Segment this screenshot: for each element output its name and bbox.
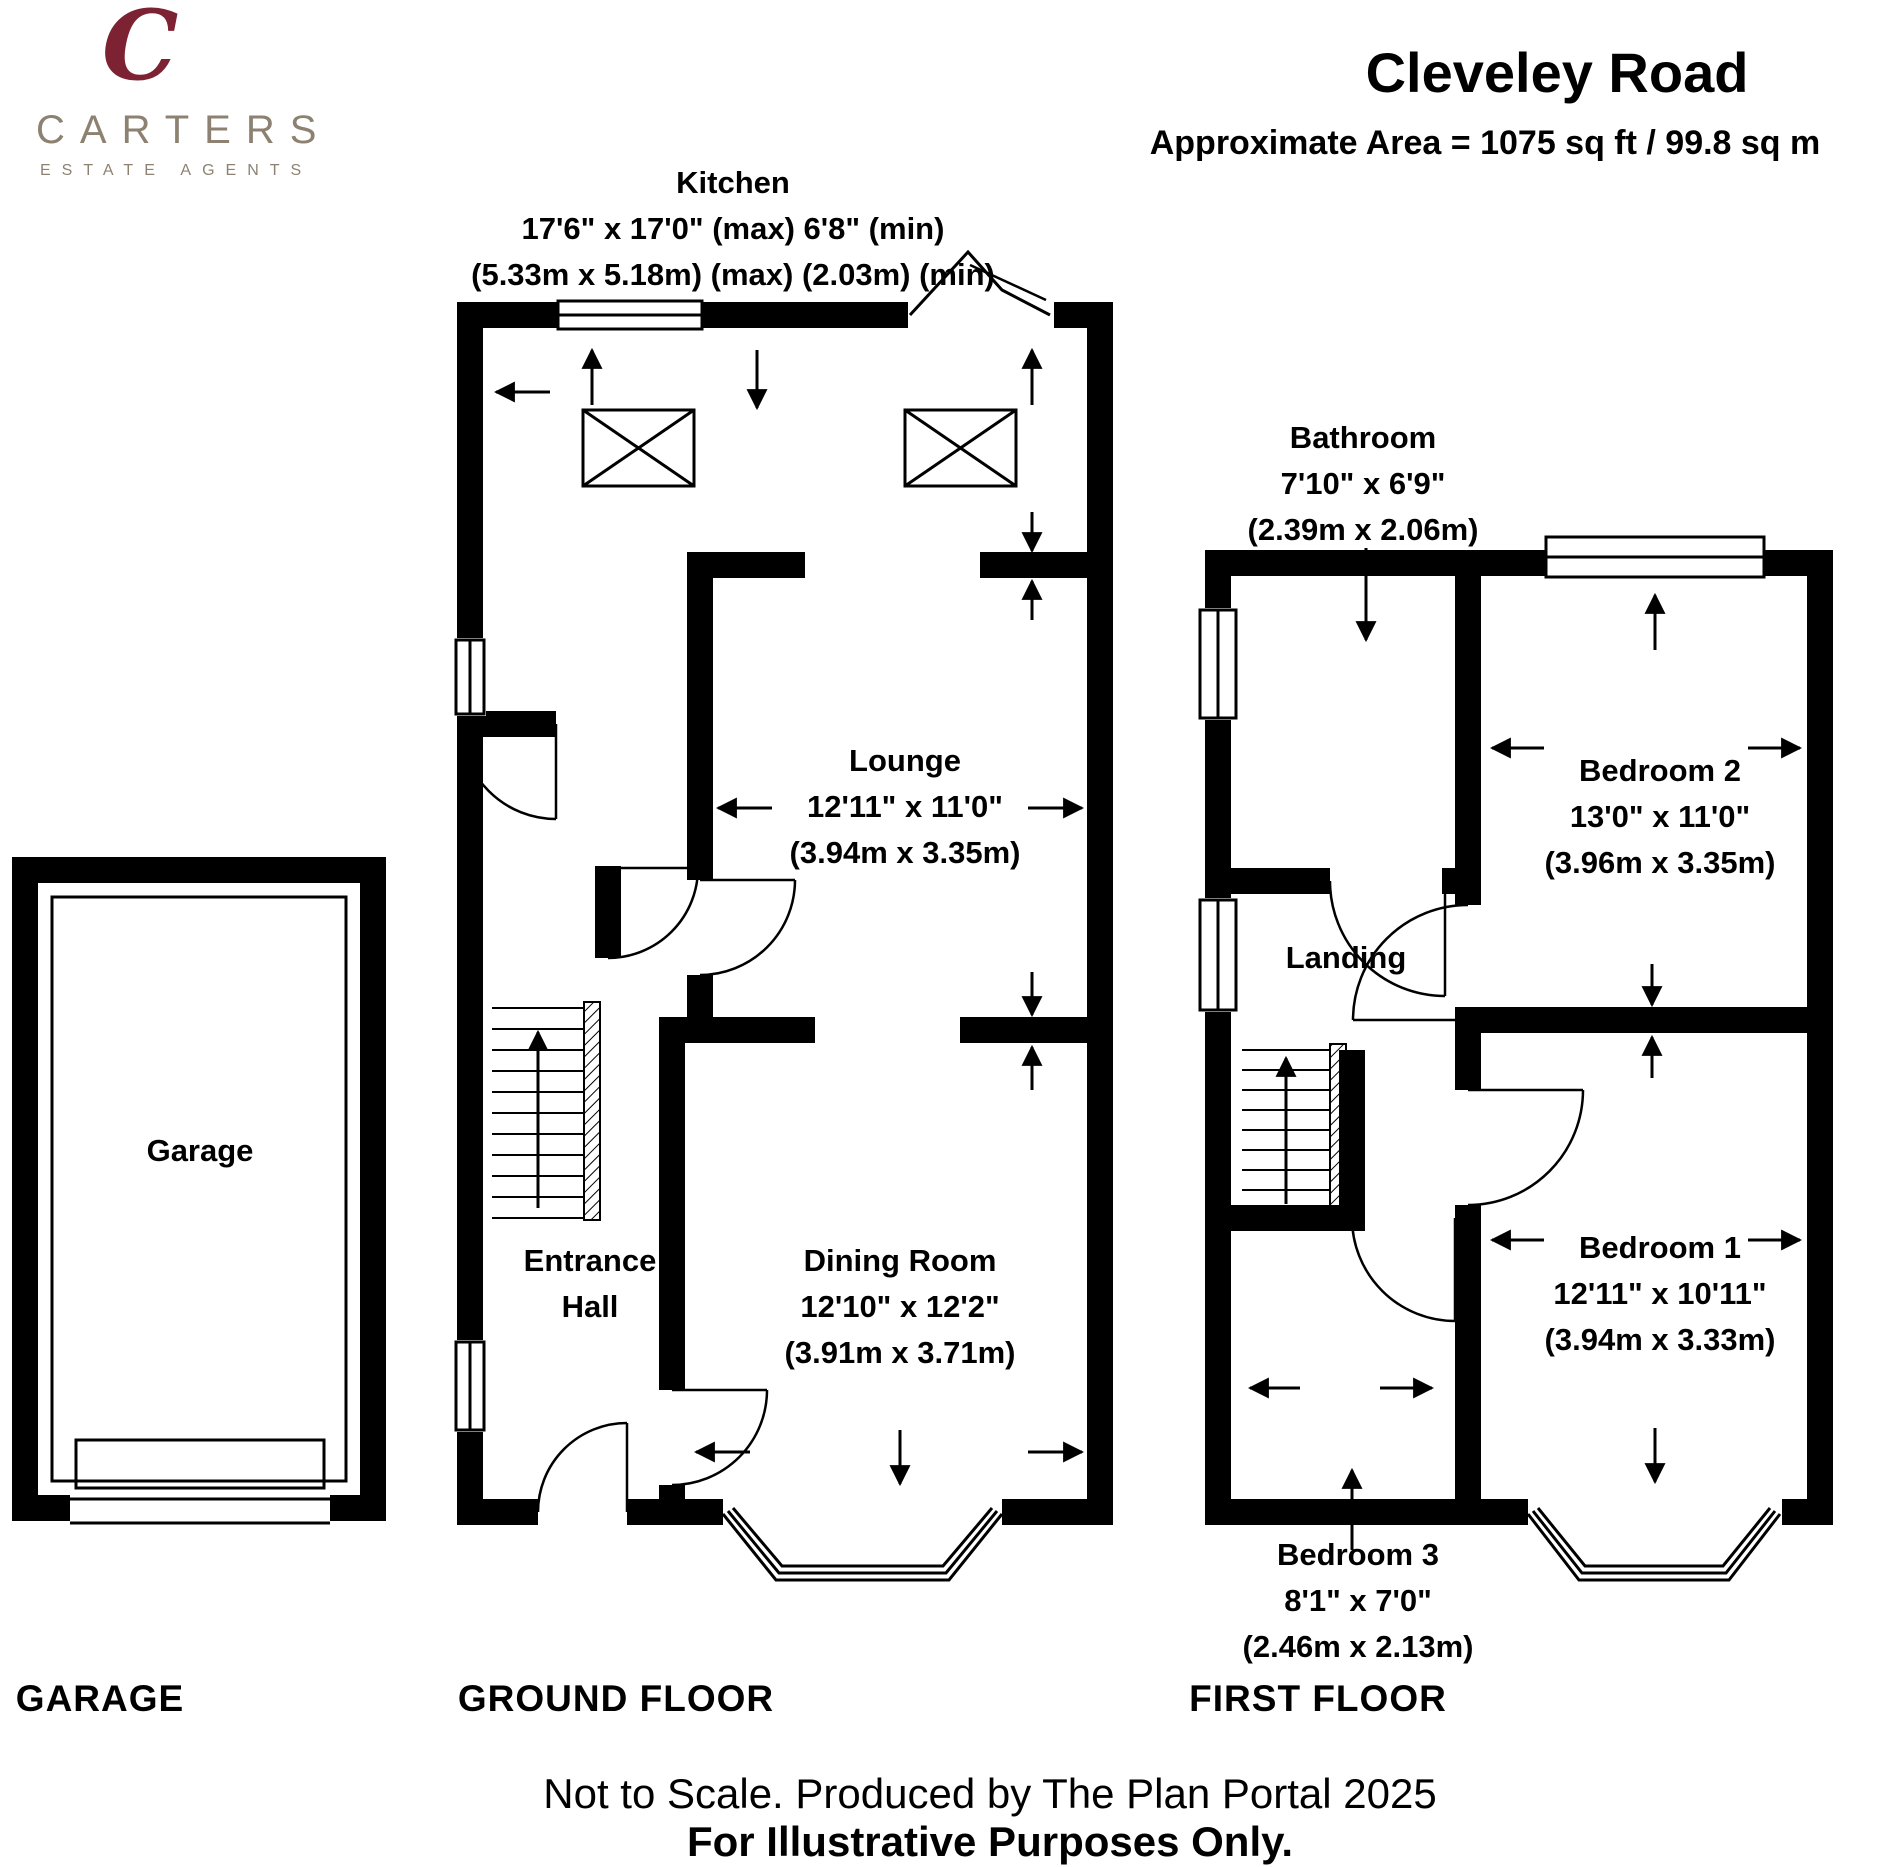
lounge-door [699, 878, 797, 977]
room-label-landing: Landing [1286, 935, 1407, 981]
room-name: Dining Room [803, 1243, 997, 1278]
room-label-garage: Garage [147, 1128, 254, 1174]
footer-disclaimer: Not to Scale. Produced by The Plan Porta… [543, 1770, 1437, 1817]
measure-arrows-ground [493, 347, 1085, 1487]
room-dims-metric: (3.94m x 3.35m) [789, 835, 1021, 870]
room-dims-metric: (3.94m x 3.33m) [1544, 1322, 1776, 1357]
skylight-icon [581, 408, 696, 488]
approximate-area: Approximate Area = 1075 sq ft / 99.8 sq … [1149, 124, 1821, 162]
bathroom-window [1198, 608, 1238, 720]
floor-label-ground: GROUND FLOOR [457, 1678, 775, 1719]
measure-arrows-first [1247, 548, 1803, 1550]
page-title: Cleveley Road [1365, 41, 1749, 104]
room-label-kitchen: Kitchen 17'6" x 17'0" (max) 6'8" (min) (… [471, 160, 995, 298]
bedroom1-door [1467, 1088, 1585, 1207]
room-dims-imperial: 12'11" x 11'0" [807, 789, 1003, 824]
room-name: Garage [146, 1133, 254, 1168]
room-dims-metric: (5.33m x 5.18m) (max) (2.03m) (min) [471, 257, 995, 292]
kitchen-side-window [454, 638, 486, 716]
bay-window [1526, 1507, 1782, 1582]
closet-door [607, 866, 700, 960]
room-dims-metric: (3.96m x 3.35m) [1544, 845, 1776, 880]
room-label-lounge: Lounge 12'11" x 11'0" (3.94m x 3.35m) [790, 738, 1021, 876]
bedroom3-door [1350, 1217, 1457, 1323]
room-label-bedroom2: Bedroom 2 13'0" x 11'0" (3.96m x 3.35m) [1545, 748, 1776, 886]
room-dims-metric: (3.91m x 3.71m) [784, 1335, 1016, 1370]
kitchen-label-pointer [969, 263, 1047, 302]
room-name: Bedroom 1 [1579, 1230, 1741, 1265]
first-outer-walls [1205, 550, 1833, 1525]
room-dims-imperial: 8'1" x 7'0" [1284, 1583, 1432, 1618]
carters-logo-mark-icon: C [102, 0, 179, 102]
room-dims-imperial: 17'6" x 17'0" (max) 6'8" (min) [521, 211, 945, 246]
landing-window [1198, 898, 1238, 1012]
garage-door-panel [74, 1438, 326, 1490]
carters-logo-subtitle: ESTATE AGENTS [40, 162, 313, 179]
skylight-icon [903, 408, 1018, 488]
room-label-bedroom3: Bedroom 3 8'1" x 7'0" (2.46m x 2.13m) [1243, 1532, 1474, 1670]
room-name: Landing [1285, 940, 1407, 975]
room-dims-metric: (2.46m x 2.13m) [1242, 1629, 1474, 1664]
floor-label-first: FIRST FLOOR [1189, 1678, 1447, 1719]
dining-door [671, 1388, 769, 1487]
room-label-bathroom: Bathroom 7'10" x 6'9" (2.39m x 2.06m) [1248, 415, 1479, 553]
kitchen-window [556, 299, 704, 331]
bedroom2-window [1544, 535, 1766, 579]
bedroom2-door [1351, 903, 1469, 1022]
room-name: Lounge [849, 743, 961, 778]
room-dims-metric: (2.39m x 2.06m) [1247, 512, 1479, 547]
ground-floor-plan [454, 249, 1113, 1582]
room-label-dining-room: Dining Room 12'10" x 12'2" (3.91m x 3.71… [785, 1238, 1016, 1376]
room-dims-imperial: 7'10" x 6'9" [1280, 466, 1446, 501]
room-name: Bedroom 2 [1579, 753, 1741, 788]
first-floor-plan [1198, 535, 1833, 1582]
room-name: Bedroom 3 [1277, 1537, 1439, 1572]
kitchen-hall-door [459, 723, 558, 821]
room-name: Entrance [523, 1243, 657, 1278]
room-name: Bathroom [1289, 420, 1437, 455]
room-dims-imperial: 12'11" x 10'11" [1553, 1276, 1767, 1311]
carters-logo-name: CARTERS [36, 108, 332, 152]
garage-walls [12, 857, 386, 1521]
room-dims-imperial: 13'0" x 11'0" [1569, 799, 1751, 834]
room-dims-imperial: 12'10" x 12'2" [800, 1289, 1000, 1324]
front-door [536, 1421, 629, 1513]
room-name: Kitchen [676, 165, 790, 200]
room-name: Hall [561, 1289, 619, 1324]
first-internal-walls [1205, 550, 1833, 1525]
ground-internal-walls [457, 552, 1113, 1525]
hall-window [454, 1340, 486, 1432]
garage-plan [12, 857, 386, 1526]
room-label-entrance-hall: Entrance Hall [524, 1238, 657, 1330]
garage-inner-wall-line [50, 895, 348, 1483]
footer-illustrative-note: For Illustrative Purposes Only. [686, 1818, 1294, 1865]
room-label-bedroom1: Bedroom 1 12'11" x 10'11" (3.94m x 3.33m… [1545, 1225, 1776, 1363]
floor-label-garage: GARAGE [15, 1678, 185, 1719]
stairs-icon [1242, 1043, 1347, 1217]
bay-window [721, 1507, 1004, 1582]
bathroom-door [1328, 880, 1447, 998]
stairs-icon [492, 1001, 601, 1221]
